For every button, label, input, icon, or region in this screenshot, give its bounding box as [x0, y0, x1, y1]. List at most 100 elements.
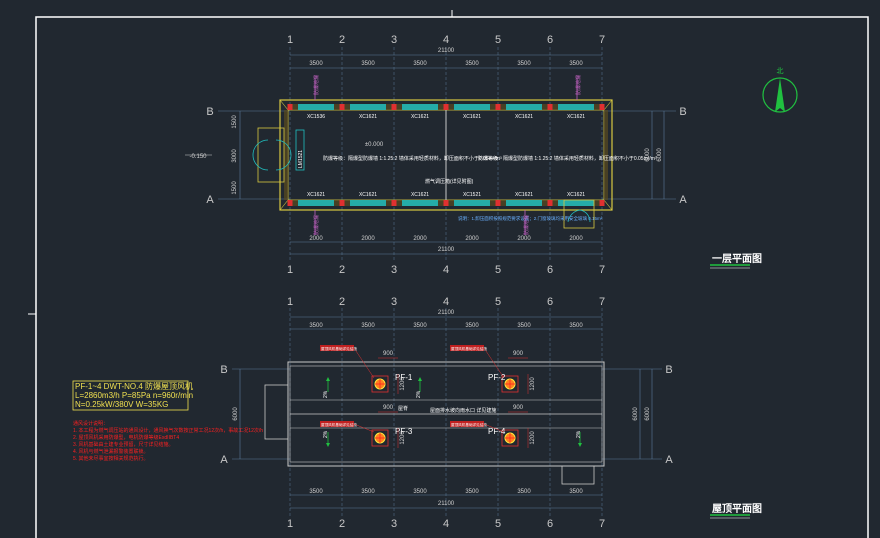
p2-top-dim-5: 3500: [517, 323, 531, 329]
drawing-frame: [35, 16, 869, 538]
plan1-window-tag-top-6: XC1621: [567, 114, 585, 120]
plan1-bottom-door-swing: [567, 209, 591, 223]
plan1-magenta-tag-1-text: 防爆地漏: [313, 75, 320, 95]
p1-axis-top-label-1: 1: [287, 34, 293, 46]
p2-axis-top-label-2: 2: [339, 296, 345, 308]
p1-axis-bottom-label-4: 4: [443, 264, 449, 276]
plan1-outer-wall: [279, 99, 613, 211]
north-arrow: 北: [762, 67, 798, 113]
roof-fan-2-tag-bg: [450, 345, 484, 351]
plan1-corner-sw: [279, 199, 289, 211]
plan1-row-B-right: B: [679, 106, 686, 118]
plan1-left-dim-1: 1500: [232, 115, 238, 129]
p1-axis-bottom-label-7: 7: [599, 264, 605, 276]
plan1-corner-ne: [603, 99, 613, 111]
plan1-window-top-3: [402, 104, 438, 110]
p1-axis-top-label-7: 7: [599, 34, 605, 46]
plan1-window-tag-bottom-5: XC1621: [515, 192, 533, 198]
legend-line-1: PF-1~4 DWT-NO.4 防爆屋顶风机: [75, 381, 193, 391]
plan1-bottom-note: 说明：1.卸压面积按照规范要求设置；2.门窗玻璃均采用安全玻璃 0.15m²: [458, 215, 603, 222]
plan2-total-dim-bottom: 21100: [438, 501, 455, 507]
design-notes: 通风设计说明： 1. 本工程为燃气调压站的通风设计，通风换气次数按正常工况12次…: [73, 420, 263, 462]
roof-fan-4-base: [501, 429, 519, 447]
plan1-left-door-swing: [252, 139, 269, 171]
plan2-left-dim-1: 6000: [233, 407, 239, 421]
roof-fan-1-tag-leader: [353, 347, 375, 379]
north-arrow-needle: [775, 78, 785, 112]
roof-fan-4-side-dim: 1200: [530, 431, 536, 445]
plan1-left-dim-2: 3000: [232, 149, 238, 163]
plan1-total-dim-bottom: 21100: [438, 247, 455, 253]
plan1-window-tag-bottom-6: XC1621: [567, 192, 585, 198]
notes-item-1: 1. 本工程为燃气调压站的通风设计，通风换气次数按正常工况12次/h，事故工况1…: [73, 427, 263, 434]
notes-title: 通风设计说明：: [73, 420, 108, 427]
plan1-column-top-2: [339, 104, 345, 110]
plan1-left-dim-3: 1500: [232, 181, 238, 195]
p2-bottom-dim-6: 3500: [569, 489, 583, 495]
p2-axis-bottom-label-6: 6: [547, 518, 553, 530]
p1-top-dim-4: 3500: [465, 61, 479, 67]
plan1-center-note: 燃气调压箱(详见附图): [425, 178, 474, 185]
plan1-window-top-5: [506, 104, 542, 110]
plan1-window-tag-bottom-4: XC1521: [463, 192, 481, 198]
plan1-window-bottom-3: [402, 200, 438, 206]
p2-axis-bottom-label-1: 1: [287, 518, 293, 530]
plan1-columns: [287, 104, 605, 206]
plan1-corner-se: [603, 199, 613, 211]
plan1-column-bottom-1: [287, 200, 293, 206]
p2-top-dim-4: 3500: [465, 323, 479, 329]
plan1-column-bottom-2: [339, 200, 345, 206]
plan1-left-door-leaf: [295, 129, 305, 171]
roof-fan-1-base: [371, 375, 389, 393]
notes-item-2: 2. 屋顶风机采用防爆型，电机防爆等级ExdIIBT4: [73, 434, 179, 441]
plan2-slope-label-1: 2%: [323, 390, 329, 398]
p1-bottom-dim-1: 2000: [309, 236, 323, 242]
plan1-room-note-left: 防爆等级：隔爆型防爆墙 1:1.25:2 墙体采用轻质材料，卸压面积不小于0.0…: [323, 155, 502, 162]
plan1-column-bottom-4: [443, 200, 449, 206]
plan1-windows: [298, 104, 594, 206]
plan2-slope-3: 2%: [323, 430, 330, 447]
plan1-window-bottom-5: [506, 200, 542, 206]
p2-axis-top-label-7: 7: [599, 296, 605, 308]
plan1-magenta-tag-3: 防爆地漏: [313, 210, 320, 235]
plan1-corner-nw: [279, 99, 289, 111]
p1-axis-bottom-label-5: 5: [495, 264, 501, 276]
roof-fan-2-tag-leader: [483, 347, 505, 379]
plan2-bottom-annex: [561, 465, 595, 485]
p2-top-dim-1: 3500: [309, 323, 323, 329]
notes-item-3: 3. 风机基础由土建专业预留，尺寸详见结施。: [73, 441, 174, 448]
plan1-column-top-3: [391, 104, 397, 110]
plan1-column-top-4: [443, 104, 449, 110]
plan1-column-top-1: [287, 104, 293, 110]
plan1-window-tag-top-3: XC1621: [411, 114, 429, 120]
roof-fan-4-tag-bg: [450, 421, 484, 427]
p2-bottom-dim-2: 3500: [361, 489, 375, 495]
roof-fan-2-base: [501, 375, 519, 393]
p1-axis-bottom-label-3: 3: [391, 264, 397, 276]
p2-top-dim-2: 3500: [361, 323, 375, 329]
plan1-magenta-tag-3-text: 防爆地漏: [313, 215, 320, 235]
plan1-magenta-tag-2: 防爆地漏: [575, 75, 582, 100]
p2-bottom-dim-5: 3500: [517, 489, 531, 495]
p1-bottom-dim-4: 2000: [465, 236, 479, 242]
p1-bottom-dim-6: 2000: [569, 236, 583, 242]
plan1-door-tag-left: LM1521: [298, 150, 304, 168]
plan2-slope-2: 2%: [416, 377, 422, 398]
equipment-legend: PF-1~4 DWT-NO.4 防爆屋顶风机 L=2860m3/h P=85Pa…: [72, 380, 193, 411]
plan1-column-bottom-6: [547, 200, 553, 206]
p2-top-dim-6: 3500: [569, 323, 583, 329]
plan1-column-top-6: [547, 104, 553, 110]
plan2-center-note: 屋面排水坡向雨水口 详见建施: [430, 407, 496, 414]
roof-fan-3-tag-bg: [320, 421, 354, 427]
p2-bottom-dim-4: 3500: [465, 489, 479, 495]
p2-axis-top-label-5: 5: [495, 296, 501, 308]
p2-axis-bottom-label-2: 2: [339, 518, 345, 530]
